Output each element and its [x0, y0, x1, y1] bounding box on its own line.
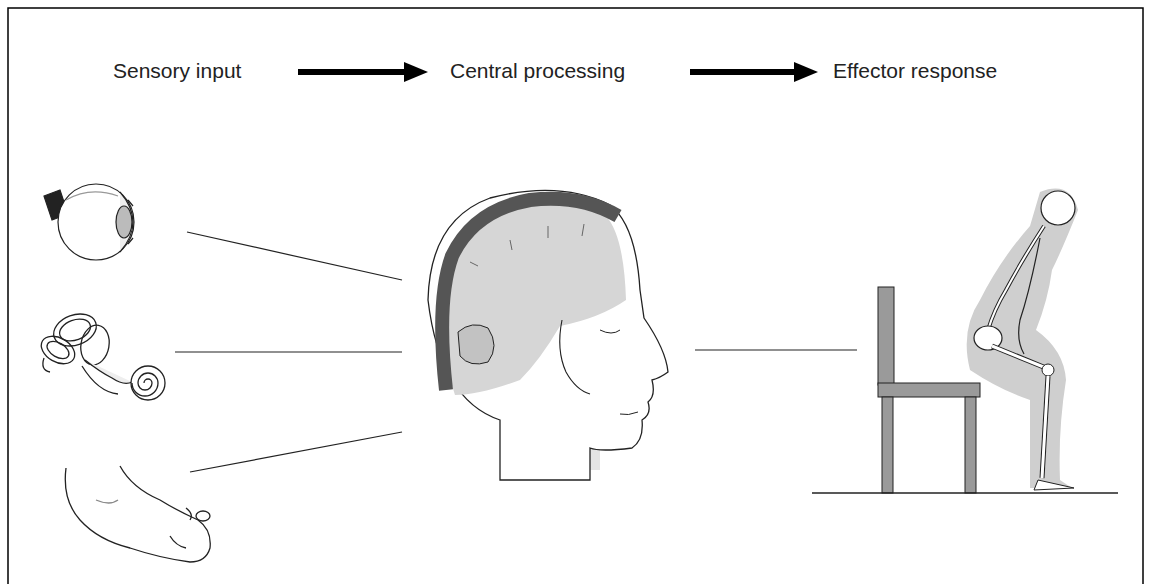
- inner-ear-drawing: [36, 308, 165, 400]
- head-drawing: [428, 190, 668, 480]
- chair-drawing: [878, 287, 980, 493]
- person-skeleton: [967, 189, 1078, 490]
- frame: [8, 8, 1143, 584]
- stage-heading: Central processing: [450, 58, 625, 83]
- flow-arrow: [690, 62, 818, 82]
- flow-arrow: [298, 62, 428, 82]
- output-line: [695, 349, 857, 350]
- eye-drawing: [44, 184, 134, 260]
- floor-line: [812, 492, 1118, 493]
- stage-heading: Effector response: [833, 58, 997, 83]
- input-line: [175, 232, 402, 472]
- stage-heading: Sensory input: [113, 58, 241, 83]
- foot-drawing: [65, 466, 210, 562]
